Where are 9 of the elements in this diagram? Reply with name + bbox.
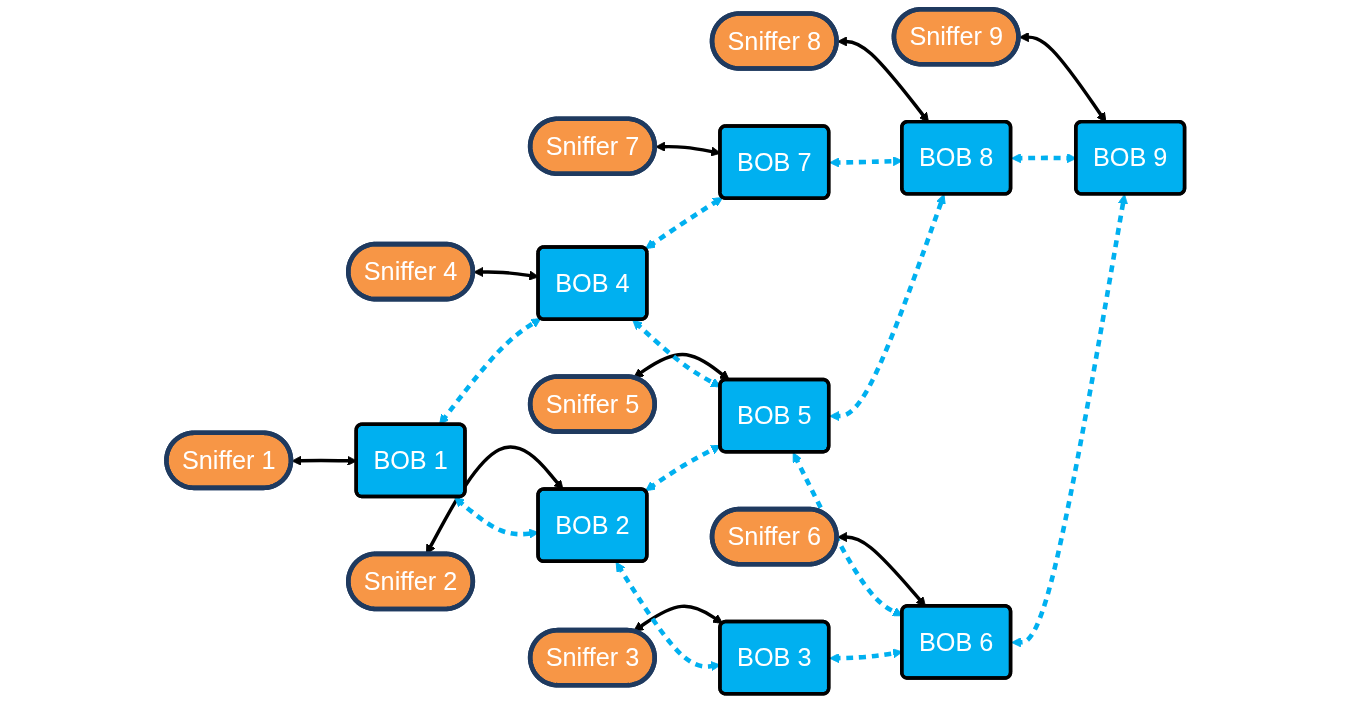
arrow — [645, 445, 721, 492]
arrow — [632, 319, 721, 388]
arrow — [633, 352, 730, 381]
arrow — [829, 194, 946, 422]
arrow — [615, 561, 721, 672]
arrow — [645, 197, 723, 250]
arrow — [633, 604, 723, 632]
arrow — [439, 318, 542, 425]
arrow — [1011, 194, 1128, 648]
